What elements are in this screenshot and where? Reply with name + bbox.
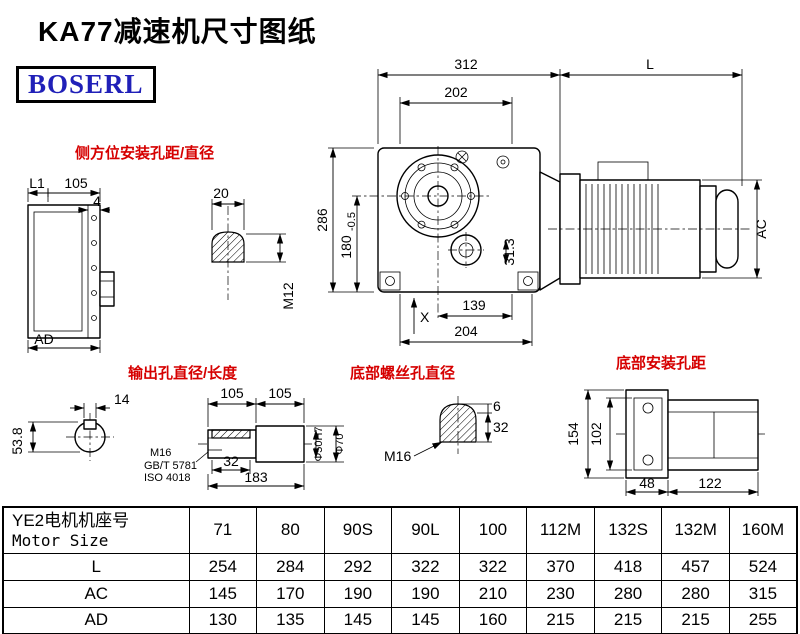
table-cell: 210 [458,579,528,608]
boserl-logo-text: BOSERL [28,69,144,99]
boserl-logo: BOSERL [16,66,156,103]
table-cell: 215 [661,606,730,634]
table-cell: 145 [188,579,258,608]
dim-286: 286 [314,208,330,232]
table-cell: 190 [323,579,393,608]
dim-key-32: 32 [223,453,239,469]
table-cell: 130 [188,606,258,634]
table-cell: 215 [593,606,663,634]
dim-key-14: 14 [114,391,130,407]
main-view-dimensions: 312 L 202 286 180 -0.5 31.3 139 204 X [314,56,743,346]
table-cell: 370 [526,552,595,581]
table-col-header: 112M [526,506,595,554]
table-row: AC 145 170 190 190 210 230 280 280 315 [2,579,798,608]
dim-bottom-m16: M16 [384,448,411,464]
bottom-screw-detail: M16 6 32 [384,396,509,464]
table-cell: 255 [728,606,798,634]
table-cell: 190 [391,579,460,608]
table-cell: 322 [458,552,528,581]
output-hole-label: 输出孔直径/长度 [128,364,238,382]
motor-size-table: YE2电机机座号 Motor Size 71 80 90S 90L 100 11… [2,506,798,634]
dim-53-8: 53.8 [9,427,25,454]
dim-180: 180 [338,235,354,259]
table-col-header: 132M [661,506,730,554]
table-row-label: L [2,552,190,581]
side-view-drawing: L1 105 4 AD [27,175,115,353]
table-cell: 315 [728,579,798,608]
page-title: KA77减速机尺寸图纸 [38,16,317,47]
table-col-header: 90L [391,506,460,554]
table-header-zh: YE2电机机座号 [12,510,130,530]
table-row: AD 130 135 145 145 160 215 215 215 255 [2,606,798,634]
standard-gb: GB/T 5781 [144,460,197,472]
dim-shaft-105b: 105 [268,385,292,401]
output-shaft-drawing: 105 105 M16 GB/T 5781 ISO 4018 32 183 Φ5… [144,385,346,490]
table-cell: 418 [593,552,663,581]
table-cell: 280 [593,579,663,608]
table-col-header: 71 [188,506,258,554]
annotation-labels: 侧方位安装孔距/直径 输出孔直径/长度 底部螺丝孔直径 底部安装孔距 [75,144,706,382]
dim-ad: AD [34,331,53,347]
table-cell: 135 [256,606,325,634]
table-cell: 230 [526,579,595,608]
table-header-en: Motor Size [12,530,109,550]
output-bore-section: 14 53.8 [9,391,130,461]
motor-drawing: AC [548,161,769,285]
dim-flange-4: 4 [93,193,101,209]
table-cell: 254 [188,552,258,581]
table-cell: 457 [661,552,730,581]
dim-shaft-m16: M16 [150,447,171,459]
dim-motor-ac: AC [753,219,769,238]
dim-dia-50: Φ50H7 [313,426,325,461]
dim-183: 183 [244,469,268,485]
standard-iso: ISO 4018 [144,472,190,484]
dim-dia-70: Φ70 [334,433,346,454]
gearbox-front-view [352,146,561,319]
table-cell: 292 [323,552,393,581]
dim-204: 204 [454,323,478,339]
table-row-label: AC [2,579,190,608]
dim-x-mark: X [420,309,430,325]
table-cell: 215 [526,606,595,634]
table-col-header: 160M [728,506,798,554]
dim-side-105: 105 [64,175,88,191]
dim-122: 122 [698,475,722,491]
side-mount-label: 侧方位安装孔距/直径 [75,144,214,162]
dim-154: 154 [565,422,581,446]
dim-motor-l: L [646,56,654,72]
table-cell: 524 [728,552,798,581]
dim-m12: M12 [280,282,296,309]
table-row-label: AD [2,606,190,634]
bottom-mount-label: 底部安装孔距 [616,354,706,372]
dim-l1: L1 [29,175,45,191]
dim-312: 312 [454,56,478,72]
table-col-header: 132S [593,506,663,554]
table-header-motor-size: YE2电机机座号 Motor Size [2,506,190,554]
table-row: L 254 284 292 322 322 370 418 457 524 [2,552,798,581]
dim-depth-32: 32 [493,419,509,435]
dim-102: 102 [588,422,604,446]
bottom-screw-label: 底部螺丝孔直径 [350,364,455,382]
table-cell: 145 [391,606,460,634]
bottom-mount-view: 154 102 48 122 [565,389,768,496]
table-cell: 280 [661,579,730,608]
table-cell: 170 [256,579,325,608]
dim-202: 202 [444,84,468,100]
table-cell: 145 [323,606,393,634]
table-col-header: 100 [458,506,528,554]
table-col-header: 90S [323,506,393,554]
dim-180-tolerance: -0.5 [346,212,358,231]
table-col-header: 80 [256,506,325,554]
dim-screw-20: 20 [213,185,229,201]
dim-shaft-105a: 105 [220,385,244,401]
m12-screw-detail: 20 M12 [211,185,296,310]
table-cell: 160 [458,606,528,634]
technical-drawing: 侧方位安装孔距/直径 输出孔直径/长度 底部螺丝孔直径 底部安装孔距 [9,56,769,496]
dim-31-3: 31.3 [501,238,517,265]
dim-cap-6: 6 [493,398,501,414]
table-cell: 284 [256,552,325,581]
table-cell: 322 [391,552,460,581]
dim-139: 139 [462,297,486,313]
dim-48: 48 [639,475,655,491]
